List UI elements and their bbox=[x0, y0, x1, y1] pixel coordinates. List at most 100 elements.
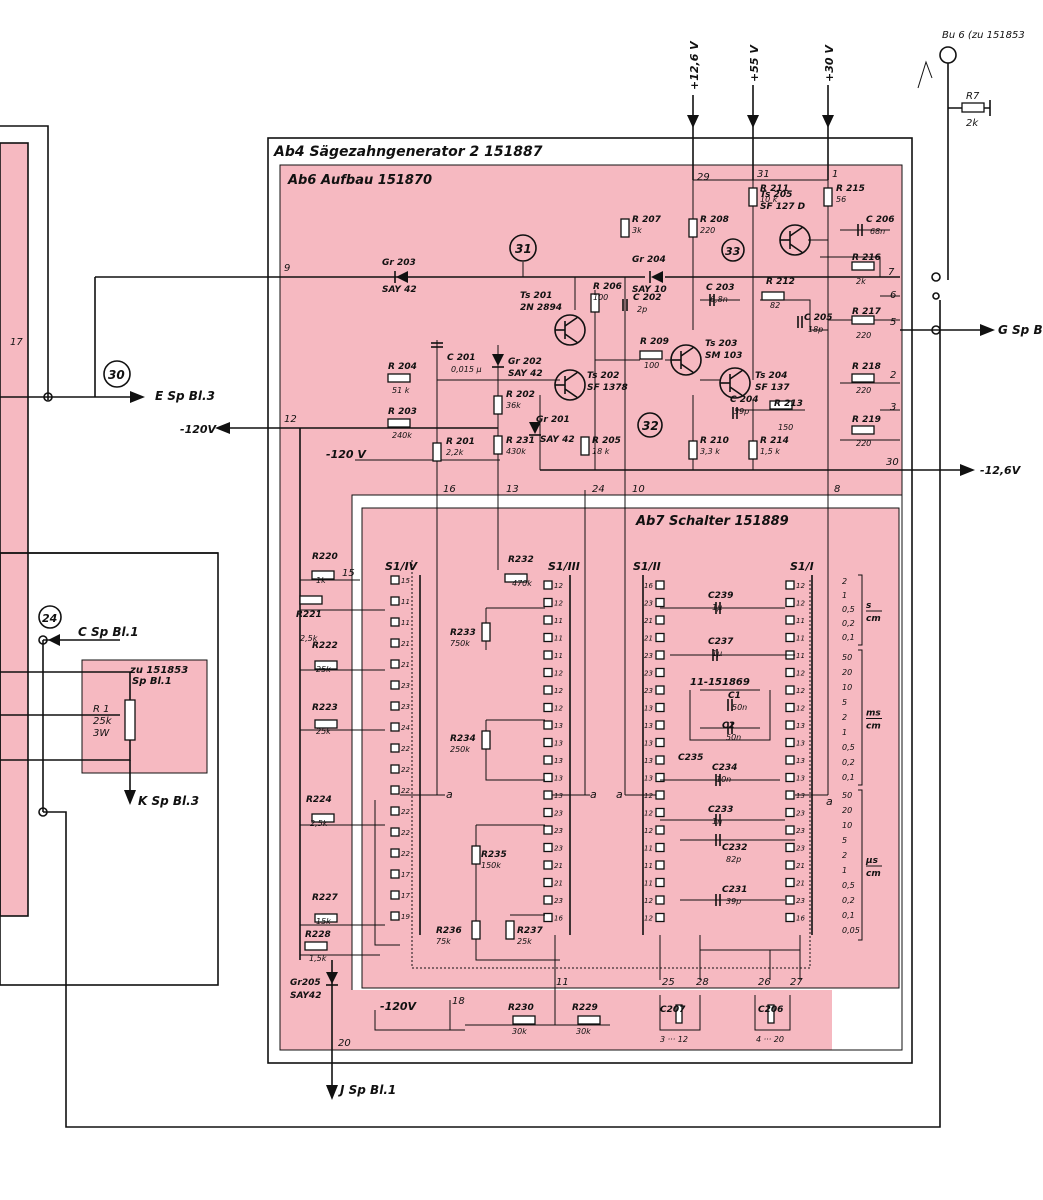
svg-text:25k: 25k bbox=[93, 716, 113, 727]
r234-label: R234 bbox=[450, 734, 476, 744]
switch-contact: 22 bbox=[390, 848, 410, 858]
wire-bottom-loop bbox=[43, 300, 941, 1128]
switch-contact: 12 bbox=[543, 702, 563, 713]
switch-contact: 23 bbox=[543, 807, 563, 818]
switch-contact: 12 bbox=[785, 667, 805, 678]
left-block-frame bbox=[81, 659, 208, 774]
contact-number: 16 bbox=[796, 915, 805, 923]
c206-value: 68n bbox=[870, 227, 885, 236]
switch-contact: 23 bbox=[785, 842, 805, 853]
switch-contact: 13 bbox=[543, 790, 563, 800]
bu6-connector: Bu 6 (zu 151853 R7 2k bbox=[917, 30, 1025, 280]
contact-number: 12 bbox=[796, 600, 805, 608]
switch-contact: 24 bbox=[390, 722, 410, 732]
contact-number: 13 bbox=[554, 792, 563, 800]
contact-number: 21 bbox=[554, 862, 563, 870]
svg-text:a: a bbox=[616, 788, 623, 801]
sub-assembly-label: 11-151869 bbox=[690, 677, 750, 688]
c202-value: 2p bbox=[637, 305, 647, 314]
svg-text:26: 26 bbox=[758, 977, 771, 988]
switch-contact: 13 bbox=[644, 755, 665, 765]
c201-label: C 201 bbox=[447, 353, 476, 363]
contact-number: 17 bbox=[401, 892, 410, 900]
c239-label: C239 bbox=[708, 591, 733, 601]
c203-value: 6,8n bbox=[710, 295, 728, 304]
r212-label: R 212 bbox=[766, 277, 795, 287]
r220-value: 1k bbox=[316, 576, 326, 585]
r202-label: R 202 bbox=[506, 390, 535, 400]
c207-value: 3 ··· 12 bbox=[660, 1035, 688, 1044]
r228-value: 1,5k bbox=[309, 954, 327, 963]
r201-value: 2,2k bbox=[446, 448, 464, 457]
arrow-k bbox=[124, 790, 136, 805]
r208-label: R 208 bbox=[700, 215, 729, 225]
switch-contact: 22 bbox=[390, 806, 410, 816]
gr204-label: Gr 204 bbox=[632, 255, 666, 265]
svg-text:33: 33 bbox=[725, 245, 741, 258]
node-left-12 bbox=[38, 635, 48, 645]
contact-number: 11 bbox=[401, 598, 410, 606]
switch-contact: 11 bbox=[543, 632, 563, 643]
switch-contact: 12 bbox=[644, 825, 665, 835]
switch-contact: 21 bbox=[785, 877, 805, 888]
c231-label: C231 bbox=[722, 885, 747, 895]
switch-contact: 12 bbox=[543, 580, 563, 590]
gr202-value: SAY 42 bbox=[508, 369, 543, 379]
r223-label: R223 bbox=[312, 703, 338, 713]
contact-number: 23 bbox=[401, 682, 410, 690]
ab6-ab7-bus bbox=[436, 490, 829, 795]
contact-number: 23 bbox=[796, 897, 805, 905]
marker-33: 33 bbox=[721, 238, 745, 262]
contact-number: 11 bbox=[554, 617, 563, 625]
r218-label: R 218 bbox=[852, 362, 881, 372]
r216-label: R 216 bbox=[852, 253, 881, 263]
switch-contact: 19 bbox=[390, 911, 410, 921]
arrow-minus120 bbox=[215, 422, 230, 434]
switch-contact: 13 bbox=[785, 737, 805, 748]
ts203-label: Ts 203 bbox=[705, 339, 737, 349]
contact-number: 12 bbox=[796, 670, 805, 678]
label-minus120-input: -120V bbox=[180, 423, 218, 436]
switch-contact: 12 bbox=[644, 807, 665, 818]
scale-value: 1 bbox=[842, 866, 847, 875]
c237-value: 1μ bbox=[712, 649, 722, 658]
r215-label: R 215 bbox=[836, 184, 865, 194]
switch-contact: 23 bbox=[644, 685, 665, 695]
contact-number: 21 bbox=[644, 635, 653, 643]
contact-number: 13 bbox=[796, 775, 805, 783]
switch-contact: 23 bbox=[644, 667, 665, 678]
c232-value: 82p bbox=[726, 855, 741, 864]
svg-text:10: 10 bbox=[632, 484, 645, 495]
r213-label: R 213 bbox=[774, 399, 803, 409]
arrow-c bbox=[48, 634, 60, 646]
switch-contact: 12 bbox=[785, 702, 805, 713]
contact-number: 22 bbox=[401, 808, 410, 816]
scale-value: 0,5 bbox=[842, 605, 855, 614]
gr201-value: SAY 42 bbox=[540, 435, 575, 445]
r233-label: R233 bbox=[450, 628, 476, 638]
timebase-scale: 210,50,20,1scm5020105210,50,20,1mscm5020… bbox=[842, 574, 882, 941]
switch-contact: 11 bbox=[390, 596, 410, 606]
c205-label: C 205 bbox=[804, 313, 833, 323]
switch-contact: 21 bbox=[390, 659, 410, 669]
switch-contact: 23 bbox=[390, 701, 410, 711]
r201-label: R 201 bbox=[446, 437, 475, 447]
c206b-value: 4 ··· 20 bbox=[756, 1035, 784, 1044]
r216-value: 2k bbox=[856, 277, 866, 286]
r224-label: R224 bbox=[306, 795, 332, 805]
r222-value: 25k bbox=[316, 665, 331, 674]
svg-text:R7: R7 bbox=[966, 91, 980, 102]
